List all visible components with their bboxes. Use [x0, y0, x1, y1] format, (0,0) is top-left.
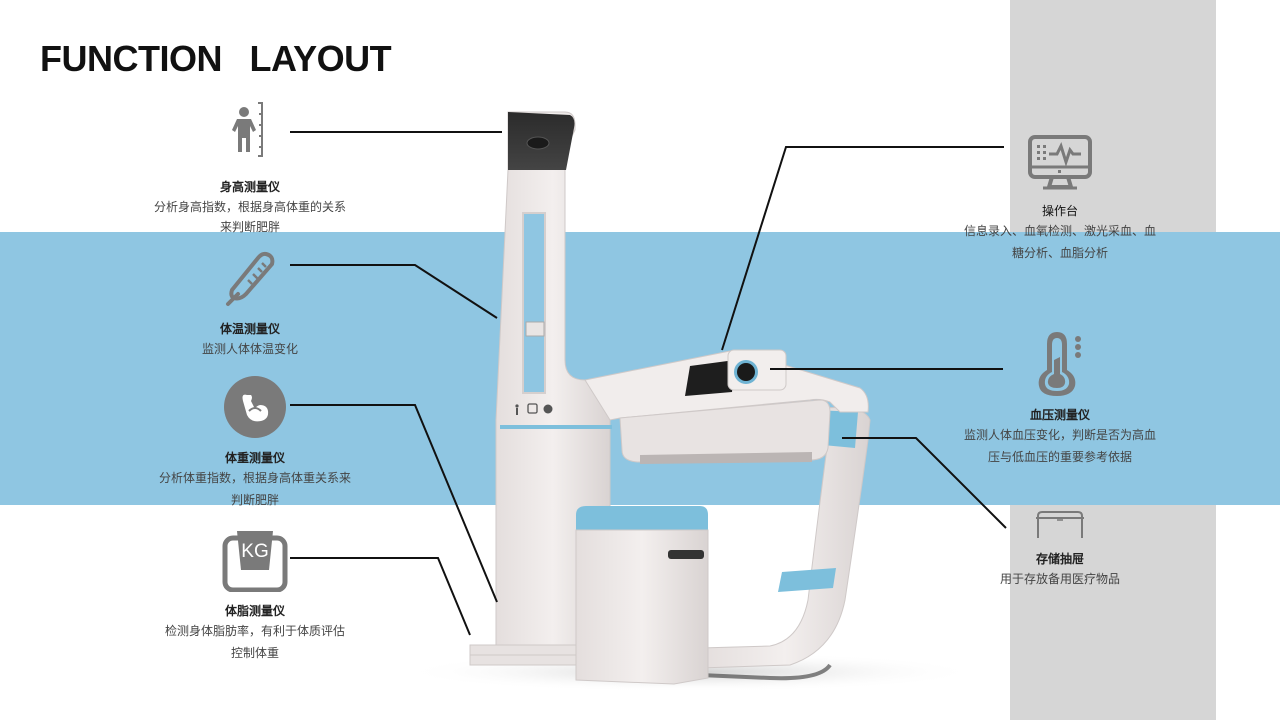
feature-name: 体温测量仪 — [219, 322, 280, 336]
feature-name: 体重测量仪 — [224, 451, 285, 465]
feature-name: 体脂测量仪 — [224, 604, 285, 618]
feature-storage-drawer: 存储抽屉 用于存放备用医疗物品 — [960, 510, 1160, 590]
feature-weight-meter: 体重测量仪 分析体重指数，根据身高体重关系来 判断肥胖 — [140, 375, 370, 511]
feature-desc-line: 检测身体脂肪率，有利于体质评估 — [164, 624, 345, 638]
feature-name: 身高测量仪 — [219, 180, 280, 194]
feature-desc-line: 监测人体血压变化，判断是否为高血 — [963, 428, 1156, 442]
feature-desc-line: 监测人体体温变化 — [201, 342, 298, 356]
feature-name: 操作台 — [1041, 204, 1078, 218]
feature-desc-line: 分析身高指数，根据身高体重的关系 — [153, 200, 346, 214]
feature-desc-line: 用于存放备用医疗物品 — [999, 572, 1120, 586]
feature-blood-pressure-meter: 血压测量仪 监测人体血压变化，判断是否为高血 压与低血压的重要参考依据 — [930, 330, 1190, 468]
feature-height-meter: 身高测量仪 分析身高指数，根据身高体重的关系 来判断肥胖 — [140, 98, 360, 238]
feature-desc-line: 糖分析、血脂分析 — [1011, 246, 1108, 260]
person-height-ruler-icon — [232, 102, 263, 157]
storage-cabinet — [575, 506, 709, 685]
feature-console: 操作台 信息录入、血氧检测、激光采血、血 糖分析、血脂分析 — [930, 134, 1190, 264]
feature-name: 血压测量仪 — [1029, 408, 1090, 422]
feature-temperature-meter: 体温测量仪 监测人体体温变化 — [140, 248, 360, 360]
feature-desc-line: 信息录入、血氧检测、激光采血、血 — [963, 224, 1156, 238]
muscle-arm-icon — [224, 376, 286, 438]
kg-scale-icon: KG — [222, 531, 288, 592]
kg-label: KG — [241, 541, 268, 562]
feature-body-fat-meter: KG 体脂测量仪 检测身体脂肪率，有利于体质评估 控制体重 — [150, 528, 360, 664]
pressure-gauge-icon — [1038, 332, 1081, 396]
feature-desc-line: 压与低血压的重要参考依据 — [987, 450, 1132, 464]
feature-name: 存储抽屉 — [1035, 552, 1084, 566]
monitor-pulse-icon — [1028, 135, 1092, 190]
feature-desc-line: 来判断肥胖 — [219, 220, 280, 234]
drawer-icon — [1036, 511, 1084, 538]
feature-desc-line: 控制体重 — [230, 646, 279, 660]
feature-desc-line: 判断肥胖 — [230, 493, 279, 507]
thermometer-icon — [226, 251, 275, 306]
feature-desc-line: 分析体重指数，根据身高体重关系来 — [158, 471, 351, 485]
console-desk — [584, 349, 869, 464]
page-title: FUNCTION LAYOUT — [40, 38, 392, 79]
